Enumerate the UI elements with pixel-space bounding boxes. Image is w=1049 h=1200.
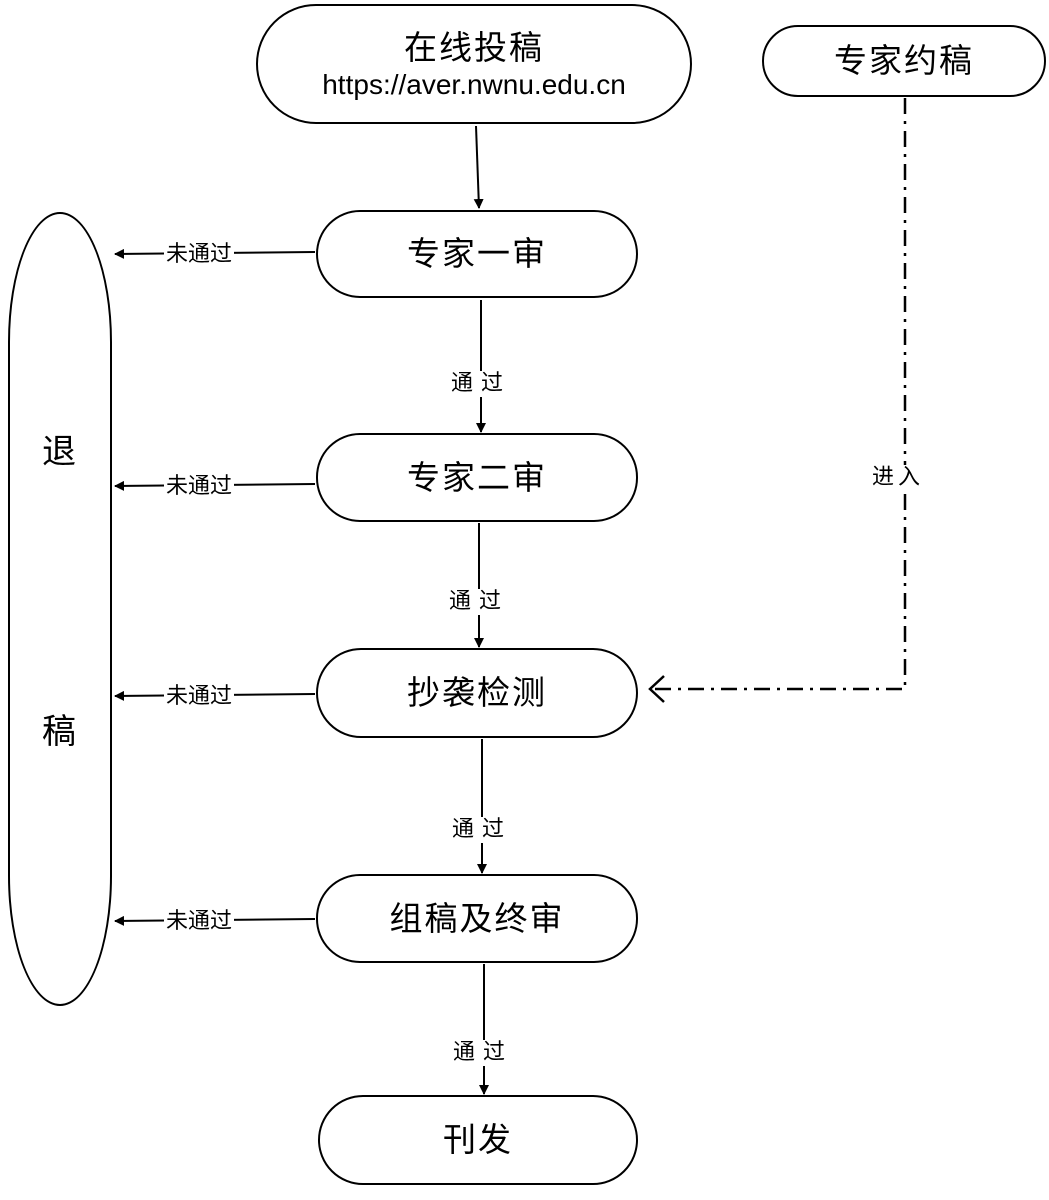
invited-node: 专家约稿 bbox=[762, 25, 1046, 97]
invited-title: 专家约稿 bbox=[834, 41, 974, 81]
enter-label: 进入 bbox=[870, 465, 927, 491]
publish-title: 刊发 bbox=[443, 1120, 513, 1160]
fail-label-4: 未通过 bbox=[164, 909, 235, 935]
online-submit-node: 在线投稿 https://aver.nwnu.edu.cn bbox=[256, 4, 692, 124]
pass-label-4: 通过 bbox=[451, 1040, 516, 1066]
reject-node bbox=[8, 212, 112, 1006]
review2-node: 专家二审 bbox=[316, 433, 638, 522]
plagiarism-check-node: 抄袭检测 bbox=[316, 648, 638, 738]
reject-label-char-2: 稿 bbox=[42, 712, 76, 752]
review1-node: 专家一审 bbox=[316, 210, 638, 298]
arrow-submit-to-review1 bbox=[473, 125, 484, 209]
review1-title: 专家一审 bbox=[407, 234, 547, 274]
fail-label-3: 未通过 bbox=[164, 684, 235, 710]
reject-label-char-1: 退 bbox=[42, 432, 76, 472]
pass-label-3: 通过 bbox=[450, 817, 515, 843]
fail-label-1: 未通过 bbox=[164, 242, 235, 268]
submission-url: https://aver.nwnu.edu.cn bbox=[322, 68, 626, 100]
pass-label-2: 通过 bbox=[447, 589, 512, 615]
fail-label-2: 未通过 bbox=[164, 474, 235, 500]
open-arrowhead-plagiarism bbox=[648, 675, 665, 703]
online-submit-title: 在线投稿 bbox=[404, 27, 544, 67]
publish-node: 刊发 bbox=[318, 1095, 638, 1185]
pass-label-1: 通过 bbox=[449, 371, 514, 397]
final-review-title: 组稿及终审 bbox=[389, 898, 565, 938]
plagiarism-check-title: 抄袭检测 bbox=[407, 673, 547, 713]
final-review-node: 组稿及终审 bbox=[316, 874, 638, 963]
arrow-invited-enter bbox=[650, 98, 907, 691]
review2-title: 专家二审 bbox=[407, 457, 547, 497]
